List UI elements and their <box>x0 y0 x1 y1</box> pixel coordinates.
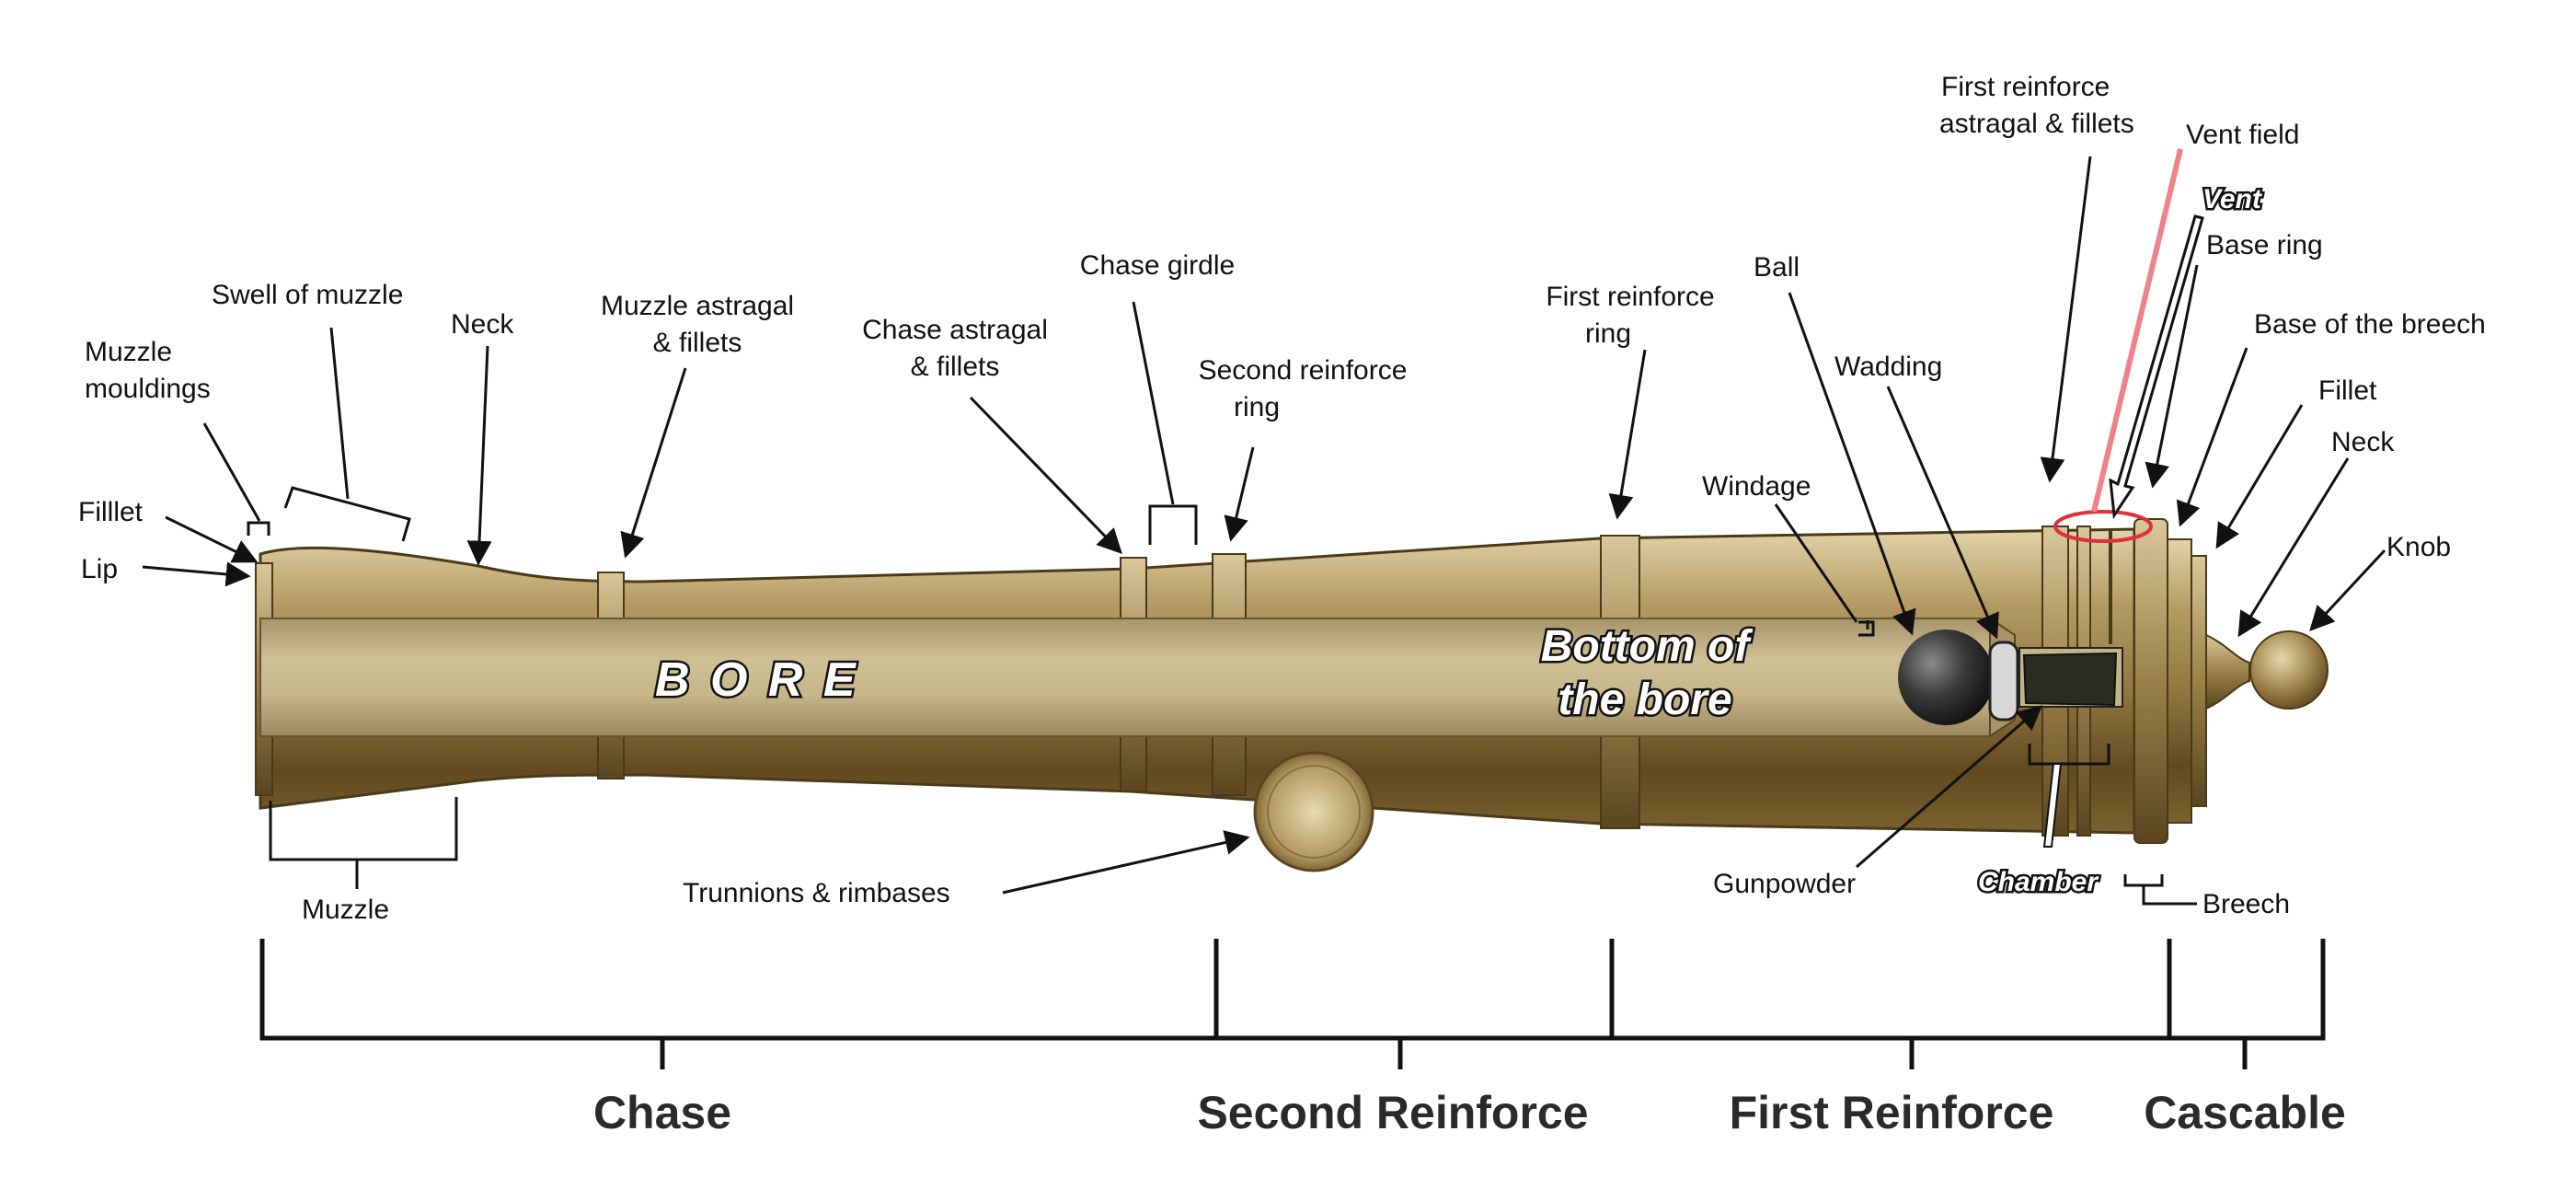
label-windage: Windage <box>1702 471 1811 502</box>
section-chase: Chase <box>593 1087 731 1138</box>
label-second-reinforce-ring-2: ring <box>1234 392 1280 422</box>
label-vent: Vent <box>2202 184 2263 214</box>
label-muzzle-astragal-2: & fillets <box>653 328 742 358</box>
label-chase-astragal-1: Chase astragal <box>862 315 1048 345</box>
label-bottom-of-bore-1: Bottom of <box>1541 622 1754 671</box>
cannon-body <box>255 510 2329 872</box>
label-swell-of-muzzle: Swell of muzzle <box>212 280 403 310</box>
label-neck-muzzle: Neck <box>451 309 514 340</box>
label-base-ring: Base ring <box>2206 230 2323 260</box>
base-of-breech-shape <box>2167 538 2192 824</box>
label-wadding: Wadding <box>1834 352 1942 382</box>
label-ball: Ball <box>1754 252 1800 283</box>
vent-field-ring <box>2053 510 2153 543</box>
label-chamber: Chamber <box>1978 867 2099 897</box>
base-ring-band <box>2133 518 2168 844</box>
gunpowder-shape <box>2022 652 2118 707</box>
label-gunpowder: Gunpowder <box>1713 869 1856 899</box>
labels: Filllet Lip Muzzle mouldings Swell of mu… <box>78 72 2486 925</box>
label-second-reinforce-ring-1: Second reinforce <box>1199 355 1408 386</box>
section-brackets <box>259 939 2326 1069</box>
label-breech: Breech <box>2202 889 2290 919</box>
ball-shape <box>1898 629 1994 725</box>
section-first-reinforce: First Reinforce <box>1730 1087 2054 1138</box>
breech-fillet-shape <box>2191 555 2207 807</box>
label-first-reinforce-astragal-2: astragal & fillets <box>1939 109 2134 139</box>
breech-neck-shape <box>2205 633 2250 710</box>
label-trunnions: Trunnions & rimbases <box>683 878 950 908</box>
label-chase-girdle: Chase girdle <box>1080 250 1235 281</box>
label-muzzle-astragal-1: Muzzle astragal <box>601 291 794 321</box>
label-muzzle: Muzzle <box>302 895 389 925</box>
section-labels: Chase Second Reinforce First Reinforce C… <box>593 1087 2346 1138</box>
wadding-shape <box>1988 641 2019 722</box>
label-fillet-breech: Fillet <box>2318 375 2377 406</box>
label-first-reinforce-astragal-1: First reinforce <box>1941 72 2110 102</box>
section-second-reinforce: Second Reinforce <box>1197 1087 1588 1138</box>
label-lip: Lip <box>81 554 118 584</box>
label-first-reinforce-ring-1: First reinforce <box>1546 282 1714 312</box>
label-neck-breech: Neck <box>2331 427 2395 457</box>
label-fillet-muzzle: Filllet <box>78 497 144 527</box>
label-knob: Knob <box>2386 532 2451 562</box>
trunnion-rim <box>1267 765 1361 859</box>
label-first-reinforce-ring-2: ring <box>1585 318 1631 349</box>
section-cascable: Cascable <box>2144 1087 2346 1138</box>
label-bottom-of-bore-2: the bore <box>1558 676 1731 724</box>
label-base-of-breech: Base of the breech <box>2254 309 2486 340</box>
bore-shape <box>259 618 1991 737</box>
label-muzzle-mouldings-1: Muzzle <box>85 337 172 367</box>
label-muzzle-mouldings-2: mouldings <box>85 374 211 404</box>
label-chase-astragal-2: & fillets <box>911 352 1000 382</box>
knob-shape <box>2249 630 2329 710</box>
trunnion-shape <box>1253 751 1374 872</box>
label-vent-field: Vent field <box>2186 120 2299 150</box>
label-bore: B O R E <box>655 653 859 707</box>
leader-lines <box>142 148 2386 906</box>
